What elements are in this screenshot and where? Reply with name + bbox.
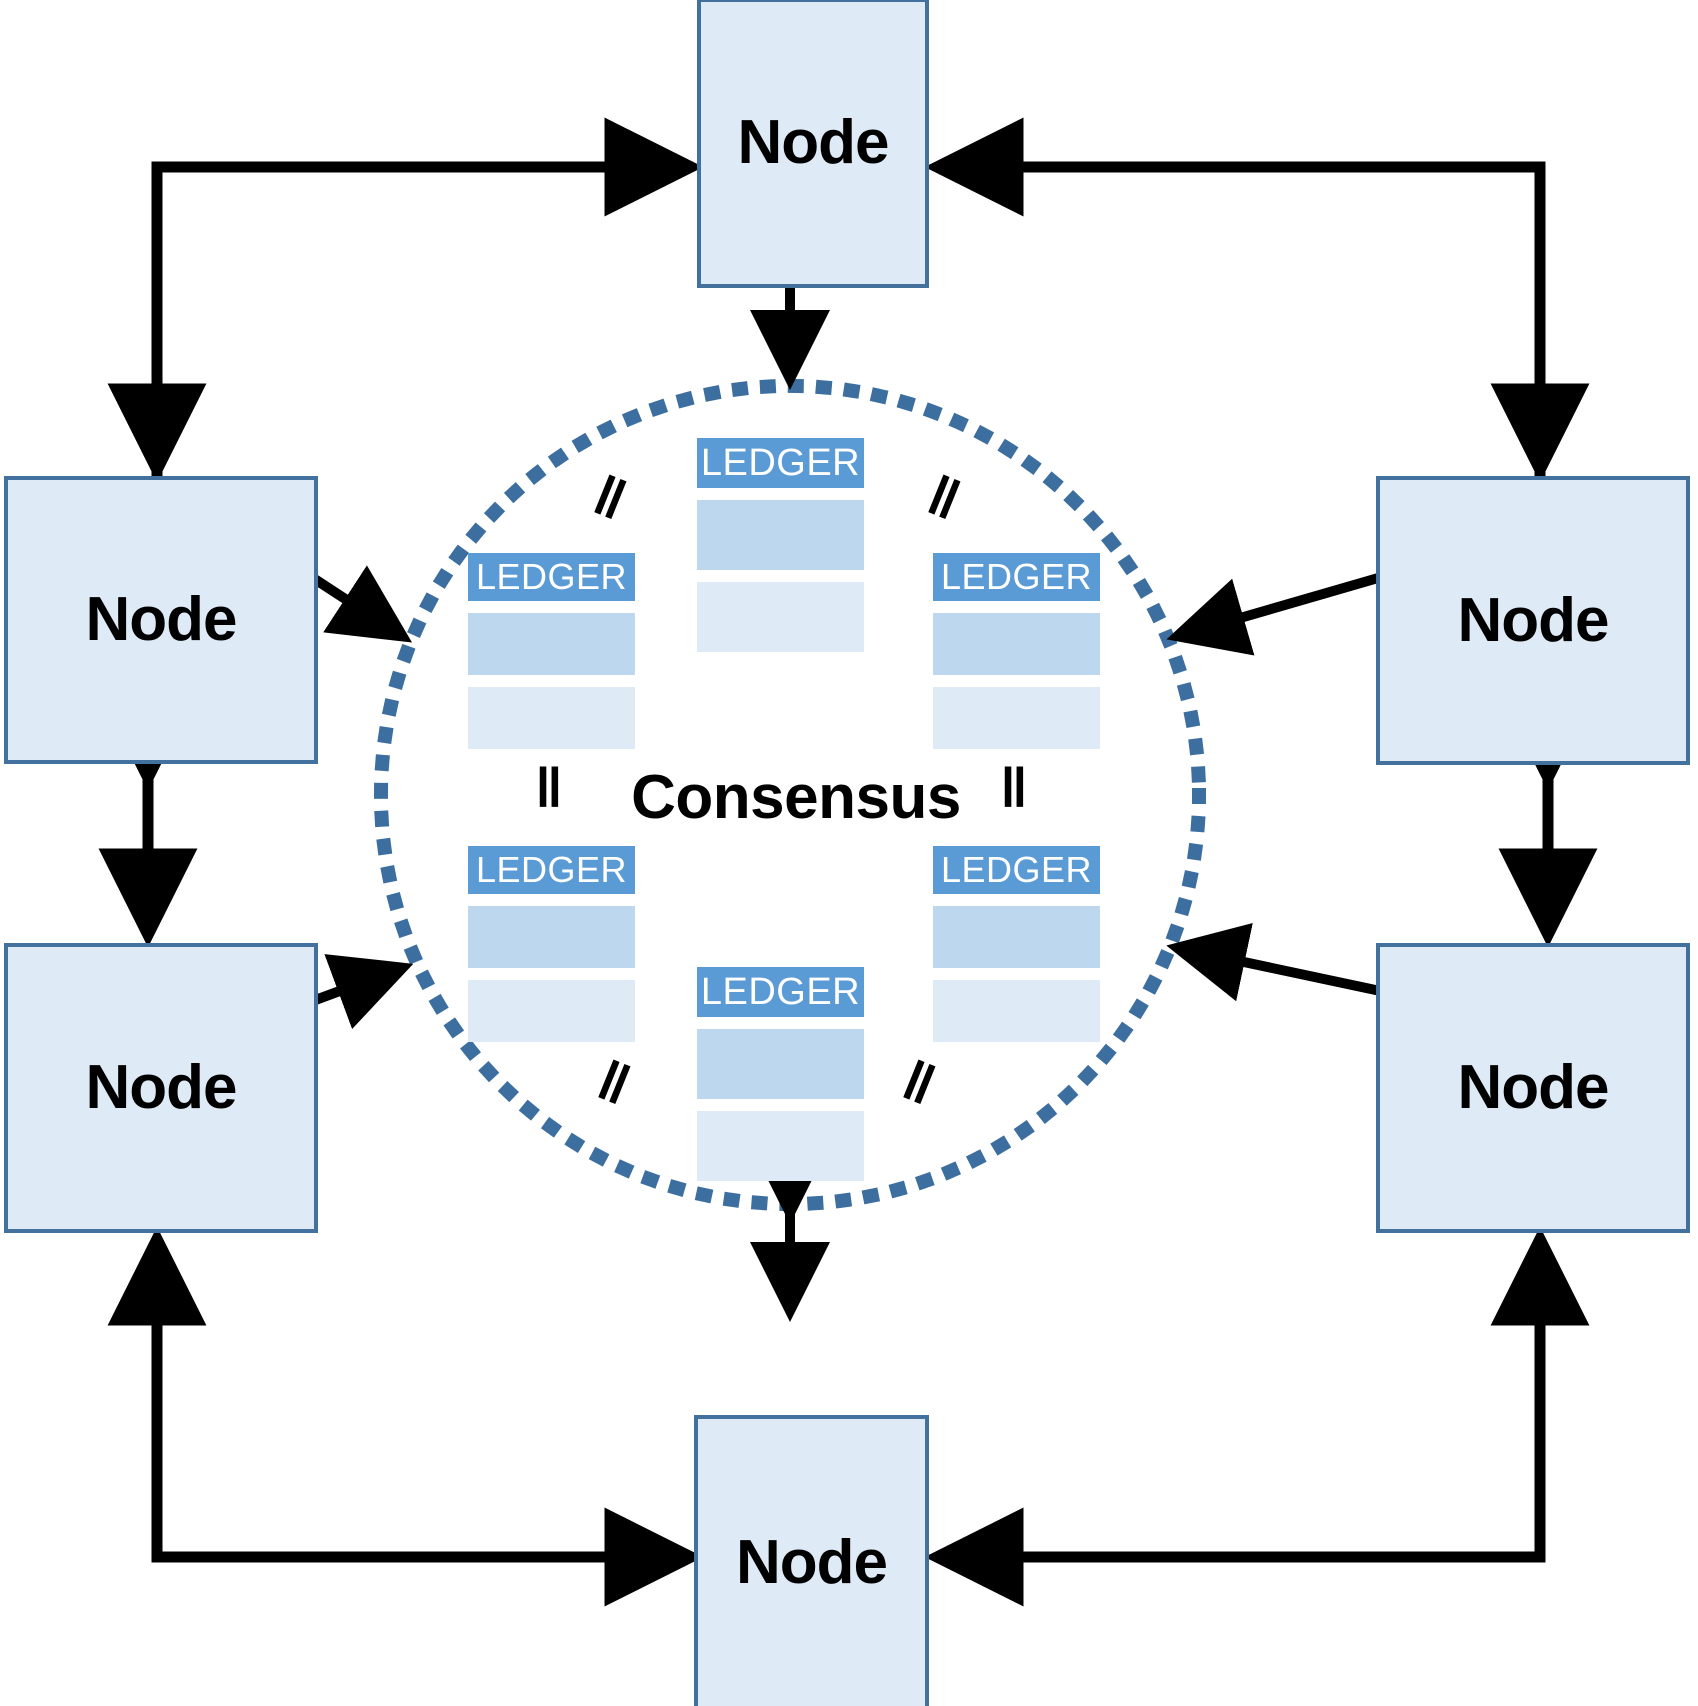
node-label: Node [85, 585, 238, 654]
ledger-header: LEDGER [468, 846, 635, 894]
ledger-block-mid [468, 612, 635, 675]
ledger-header: LEDGER [697, 438, 864, 489]
arrow-upperleft-to-top [151, 117, 704, 476]
ledger-upper-left[interactable]: LEDGER [468, 553, 635, 749]
node-lower-right[interactable]: Node [1376, 943, 1690, 1233]
ledger-header: LEDGER [933, 846, 1100, 894]
equals-mark-icon: ‖ [589, 1048, 639, 1117]
ledger-gap [468, 968, 635, 980]
ledger-gap [697, 488, 864, 500]
ledger-top-center[interactable]: LEDGER [697, 438, 864, 653]
node-label: Node [736, 1527, 888, 1597]
arrow-upperright-to-consensus [1166, 518, 1462, 656]
ledger-bottom-center[interactable]: LEDGER [697, 967, 864, 1182]
ledger-gap [468, 601, 635, 613]
node-label: Node [1457, 1053, 1610, 1122]
ledger-lower-right[interactable]: LEDGER [933, 846, 1100, 1042]
arrow-lowerleft-to-consensus [232, 954, 414, 1064]
ledger-gap [697, 1017, 864, 1029]
ledger-gap [697, 1099, 864, 1111]
ledger-block-mid [697, 500, 864, 571]
node-upper-right[interactable]: Node [1376, 476, 1690, 765]
ledger-block-low [697, 1111, 864, 1182]
ledger-header: LEDGER [468, 553, 635, 601]
ledger-gap [933, 601, 1100, 613]
ledger-header: LEDGER [933, 553, 1100, 601]
ledger-gap [468, 894, 635, 906]
node-label: Node [1457, 585, 1610, 655]
node-bottom[interactable]: Node [694, 1415, 929, 1706]
node-label: Node [737, 108, 890, 177]
arrow-upperright-to-top [924, 117, 1546, 476]
ledger-block-low [933, 979, 1100, 1042]
ledger-header: LEDGER [697, 967, 864, 1018]
node-lower-left[interactable]: Node [4, 943, 318, 1233]
arrow-lowerleft-to-bottom [151, 1242, 704, 1607]
arrow-upperleft-to-consensus [231, 505, 413, 643]
ledger-upper-right[interactable]: LEDGER [933, 553, 1100, 749]
consensus-label: Consensus [631, 763, 961, 832]
ledger-block-low [468, 686, 635, 749]
equals-mark-icon: ‖ [894, 1048, 944, 1117]
node-top[interactable]: Node [697, 0, 929, 288]
node-label: Node [85, 1053, 238, 1122]
arrow-lowerright-to-bottom [924, 1242, 1546, 1607]
ledger-block-mid [468, 905, 635, 968]
arrow-lowerright-to-consensus [1166, 923, 1460, 1046]
ledger-block-mid [933, 905, 1100, 968]
ledger-lower-left[interactable]: LEDGER [468, 846, 635, 1042]
ledger-gap [933, 894, 1100, 906]
ledger-gap [933, 675, 1100, 687]
ledger-gap [697, 570, 864, 582]
equals-mark-icon: ‖ [919, 463, 969, 532]
ledger-block-mid [697, 1029, 864, 1100]
ledger-gap [468, 675, 635, 687]
equals-mark-icon: ‖ [1000, 756, 1028, 819]
ledger-gap [933, 968, 1100, 980]
ledger-block-low [468, 979, 635, 1042]
ledger-block-low [933, 686, 1100, 749]
equals-mark-icon: ‖ [535, 756, 563, 819]
ledger-block-mid [933, 612, 1100, 675]
equals-mark-icon: ‖ [585, 463, 635, 532]
ledger-block-low [697, 582, 864, 653]
node-upper-left[interactable]: Node [4, 476, 318, 764]
